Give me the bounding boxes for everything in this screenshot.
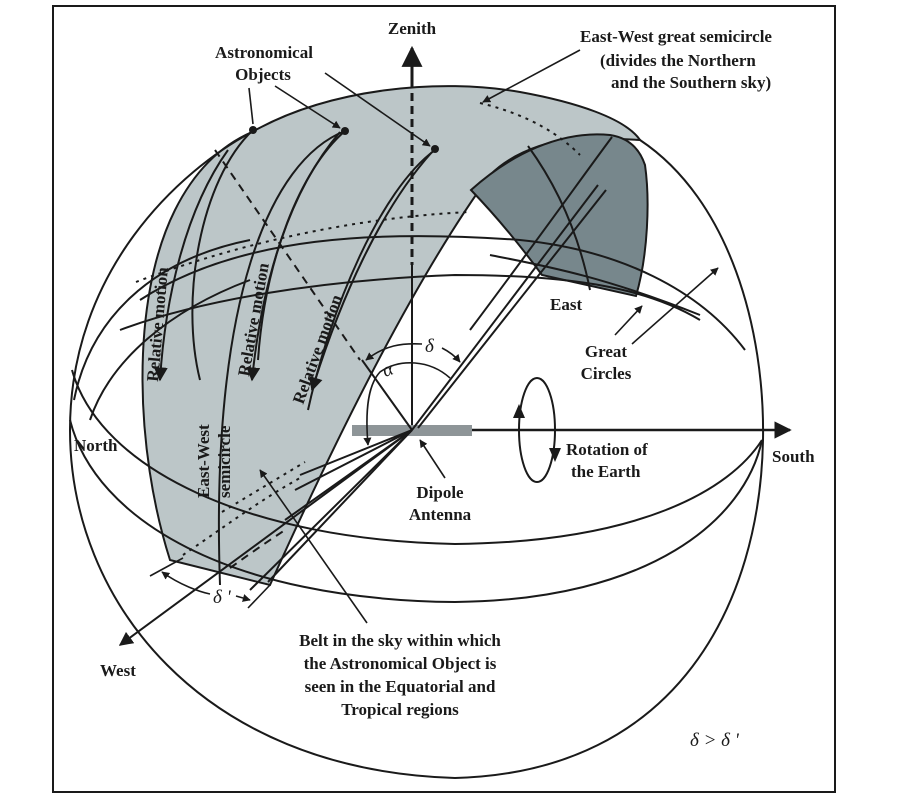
label-astronomical-objects-2: Objects — [235, 65, 291, 84]
great-circle-arc-3 — [73, 239, 251, 401]
figure-frame — [52, 5, 836, 793]
label-zenith: Zenith — [388, 19, 437, 38]
label-delta-prime: δ ' — [213, 587, 232, 608]
ray-sw-4 — [249, 429, 413, 591]
label-west: West — [100, 661, 136, 680]
dark-grid-1 — [527, 145, 591, 291]
delta-prime-arc-2 — [235, 594, 251, 602]
label-south: South — [772, 447, 815, 466]
label-north: North — [74, 436, 118, 455]
horizon-ellipse-outer — [69, 419, 763, 604]
leader-dipole — [419, 439, 446, 479]
label-ew-semicircle-1: East-West — [194, 424, 213, 498]
trajectory-2 — [217, 130, 346, 586]
label-astronomical-objects-1: Astronomical — [215, 43, 313, 62]
alpha-arc — [363, 362, 451, 446]
label-great-circles-2: Circles — [581, 364, 632, 383]
rotation-arrow-down — [549, 448, 561, 462]
label-dipole-2: Antenna — [409, 505, 472, 524]
delta-arc-right — [441, 347, 461, 363]
earth-rotation-ellipse — [518, 377, 556, 483]
leader-ew-great — [482, 49, 581, 103]
label-belt-1: Belt in the sky within which — [299, 631, 501, 650]
delta-arc — [365, 342, 423, 361]
ray-sw-2 — [294, 429, 413, 491]
label-belt-2: the Astronomical Object is — [304, 654, 497, 673]
ray-east-2 — [417, 189, 607, 429]
rotation-arrow-up — [513, 404, 525, 418]
leader-belt — [259, 469, 368, 624]
label-alpha: α — [380, 358, 398, 381]
label-dipole-1: Dipole — [416, 483, 464, 502]
dark-grid-3 — [489, 254, 701, 316]
trajectory-1 — [191, 129, 254, 381]
astronomical-object-2 — [341, 127, 349, 135]
astronomical-object-1 — [249, 126, 257, 134]
astronomical-object-3 — [431, 145, 439, 153]
label-rotation-1: Rotation of — [566, 440, 648, 459]
label-east: East — [550, 295, 582, 314]
label-great-circles-1: Great — [585, 342, 628, 361]
label-rotation-2: the Earth — [571, 462, 641, 481]
delta-prime-ext-left — [149, 557, 184, 577]
ray-sw-1 — [299, 429, 413, 476]
label-delta: δ — [425, 336, 435, 357]
ew-great-semicircle-dotted — [479, 102, 581, 156]
relative-motion-arrow-2 — [246, 131, 341, 382]
dark-grid-2 — [469, 136, 613, 331]
belt-light-region — [141, 85, 642, 587]
label-ew-great-semicircle-3: and the Southern sky) — [611, 73, 771, 92]
belt-dotted-2 — [221, 461, 306, 513]
ray-nw — [361, 359, 413, 431]
label-ew-great-semicircle-1: East-West great semicircle — [580, 27, 772, 46]
label-ew-semicircle-2: semicircle — [215, 425, 234, 498]
ray-east-1 — [411, 184, 599, 431]
leader-objects-1 — [248, 87, 254, 125]
dashed-sightline — [214, 149, 361, 361]
label-inequality: δ > δ ' — [690, 730, 740, 751]
ray-w-ext — [267, 429, 413, 583]
leader-great-circles-1 — [614, 305, 643, 336]
leader-objects-3 — [324, 72, 431, 147]
great-circle-arc-2 — [89, 279, 251, 421]
belt-dashed-3 — [229, 529, 286, 569]
delta-prime-arc — [161, 571, 211, 595]
label-belt-3: seen in the Equatorial and — [305, 677, 496, 696]
leader-objects-2 — [274, 85, 341, 129]
delta-prime-ext-right — [247, 584, 271, 609]
label-belt-4: Tropical regions — [341, 700, 459, 719]
relative-motion-arrow-1 — [153, 149, 229, 382]
horizon-upper-arc — [119, 273, 701, 331]
leader-great-circles-2 — [631, 267, 719, 345]
west-axis — [118, 429, 413, 646]
horizon-ellipse-mid — [71, 369, 763, 546]
sphere-outline — [68, 131, 765, 780]
ray-sw-3 — [284, 429, 413, 521]
label-ew-great-semicircle-2: (divides the Northern — [600, 51, 756, 70]
